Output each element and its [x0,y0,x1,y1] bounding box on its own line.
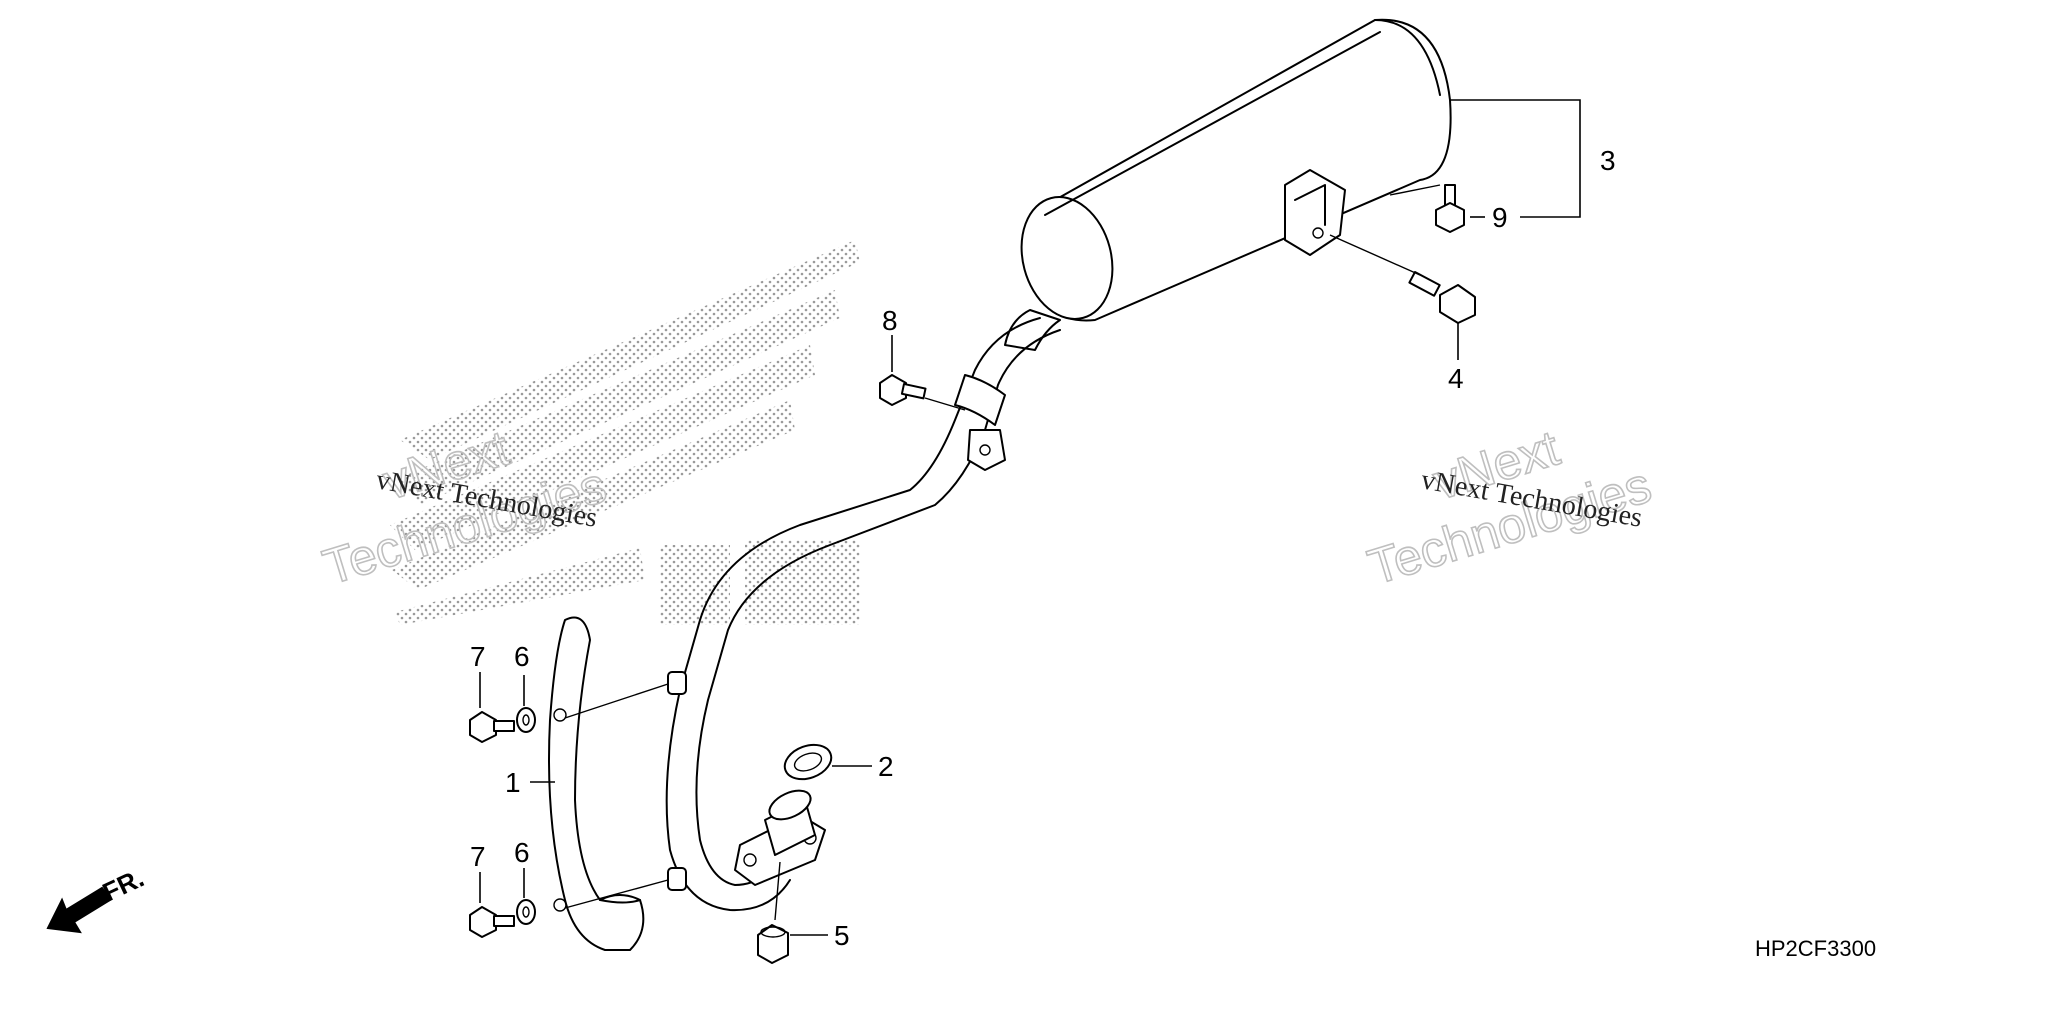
callout-7-lower: 7 [470,841,486,872]
washer-upper [516,707,536,733]
bolt-9 [1435,184,1465,233]
washer-lower [516,899,536,925]
callout-1: 1 [505,767,521,798]
callout-3: 3 [1600,145,1616,176]
heat-protector [548,616,645,951]
callout-6-lower: 6 [514,837,530,868]
front-arrow-icon [46,886,112,934]
bolt-upper [469,711,515,743]
exhaust-pipe [665,317,1061,912]
front-direction-indicator: FR. [46,863,149,934]
callout-6-upper: 6 [514,641,530,672]
watermark-right: vNext Technologies vNext Technologies [1361,419,1658,597]
callout-7-upper: 7 [470,641,486,672]
callout-5: 5 [834,920,850,951]
callout-2: 2 [878,751,894,782]
bolt-lower [469,906,515,938]
nut-5 [757,924,789,964]
callout-8: 8 [882,305,898,336]
muffler [1004,18,1452,351]
leader-lines [479,99,1581,936]
diagram-code: HP2CF3300 [1755,936,1876,961]
wing-emblem-watermark [390,240,860,625]
gasket [783,743,833,781]
bolt-8 [879,374,927,406]
exhaust-flange [734,789,826,886]
assembly-lines [564,184,1441,921]
bolt-4 [1408,270,1476,324]
callout-9: 9 [1492,202,1508,233]
callout-4: 4 [1448,363,1464,394]
